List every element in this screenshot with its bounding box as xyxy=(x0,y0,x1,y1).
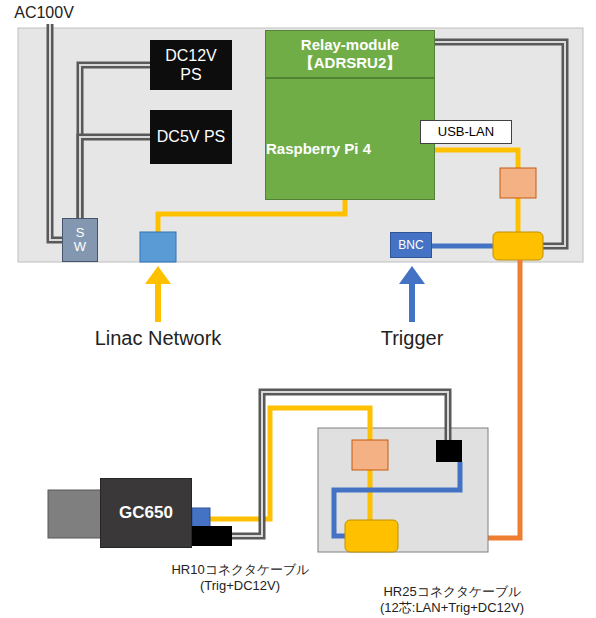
power-cord xyxy=(50,24,565,246)
box-text: Relay-module 【ADRSRU2】 xyxy=(269,36,431,72)
hr10-wiring xyxy=(210,392,460,536)
box-text: DC12V PS xyxy=(154,46,228,84)
box-text: GC650 xyxy=(119,503,173,523)
chassis-panel xyxy=(18,28,583,262)
lan-coupler xyxy=(500,168,536,198)
hr25-connector xyxy=(345,520,398,552)
box-text: S W xyxy=(74,226,87,255)
power-supply: DC12V PS xyxy=(150,40,232,90)
trigger-wire xyxy=(432,244,493,249)
camera-lens xyxy=(48,490,102,538)
power-switch: S W xyxy=(62,218,98,262)
box-text: DC5V PS xyxy=(157,127,225,146)
computer-board: Raspberry Pi 4 xyxy=(265,78,435,200)
cable-label: HR25コネクタケーブル (12芯:LAN+Trig+DC12V) xyxy=(352,584,552,615)
junction-box xyxy=(318,428,488,552)
hr10-connector xyxy=(436,440,462,462)
hr25-connector xyxy=(493,232,543,260)
bnc-connector: BNC xyxy=(390,232,432,258)
power-supply: DC5V PS xyxy=(150,110,232,164)
power-wire xyxy=(80,137,150,218)
trigger-arrow xyxy=(399,266,425,322)
power-wire xyxy=(80,65,150,218)
camera-body: GC650 xyxy=(100,478,192,548)
cable-label: HR10コネクタケーブル (Trig+DC12V) xyxy=(150,562,330,593)
lan-coupler xyxy=(352,440,388,470)
camera-power-port xyxy=(192,526,232,546)
linac-arrow xyxy=(145,266,171,322)
signal-label: Trigger xyxy=(352,326,472,350)
box-text: Raspberry Pi 4 xyxy=(266,140,371,158)
network-label: Linac Network xyxy=(58,326,258,350)
box-text: USB-LAN xyxy=(438,124,494,140)
voltage-label: AC100V xyxy=(4,3,84,22)
relay-module: Relay-module 【ADRSRU2】 xyxy=(265,30,435,78)
box-text: BNC xyxy=(398,238,423,252)
port-label: USB-LAN xyxy=(420,120,512,144)
lan-jack xyxy=(140,232,176,262)
